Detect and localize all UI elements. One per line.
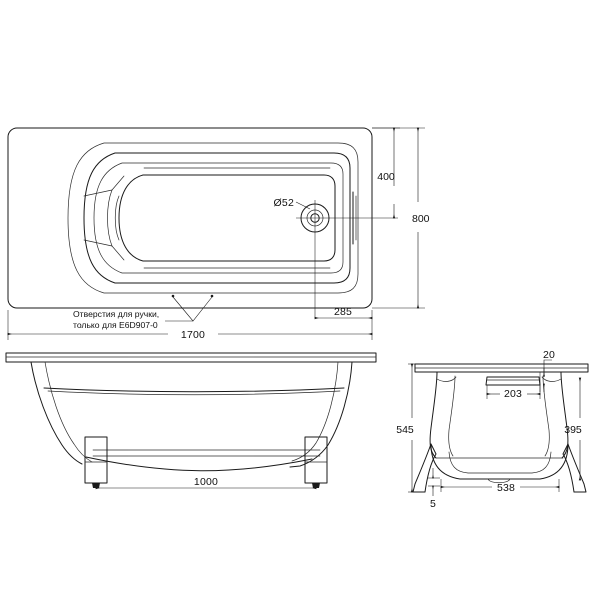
end-leg-right — [562, 443, 587, 493]
rimthickness-leader — [543, 359, 552, 377]
front-rim-slab — [5, 352, 377, 363]
overall-length-label: 1700 — [181, 329, 205, 341]
end-wall-left-inner — [448, 375, 456, 457]
plan-head-rib-lower — [83, 239, 125, 261]
plan-view: Ø52 Отверстия для ручки, только для E6D9… — [7, 127, 430, 341]
plan-rim-offset — [67, 142, 359, 294]
rim-to-floor-label: 395 — [564, 424, 582, 436]
drain-to-edge-width-label: 400 — [377, 171, 395, 183]
plan-bowl-edge — [83, 152, 351, 284]
end-base-drain-boss — [487, 478, 511, 484]
drain-diameter-leader — [295, 201, 311, 210]
drain-offset-label: 285 — [334, 306, 352, 318]
base-width-label: 538 — [497, 482, 515, 494]
front-body-right — [289, 361, 353, 468]
handle-note-leader — [172, 296, 213, 322]
overall-width-label: 800 — [412, 213, 430, 225]
ledge-width-label: 203 — [504, 388, 522, 400]
rim-thickness-label: 20 — [543, 349, 555, 361]
end-elevation-view: 545 395 5 538 203 — [396, 349, 589, 510]
front-bowl-underside — [85, 456, 313, 472]
plan-head-rib-upper — [83, 175, 125, 197]
front-bowl-waterline-lower — [47, 390, 341, 396]
front-bowl-waterline — [43, 387, 345, 393]
handle-hole-marker-left — [171, 294, 175, 298]
front-foot-left-pad — [92, 483, 100, 488]
foot-clearance-label: 5 — [430, 498, 436, 510]
overall-height-label: 545 — [396, 424, 414, 436]
front-body-right-inner — [291, 361, 339, 462]
end-rim-slab — [414, 363, 589, 373]
plan-head-rib-center-b — [114, 195, 120, 241]
drain-diameter-label: Ø52 — [274, 197, 294, 209]
end-wall-right-cap — [541, 376, 562, 382]
end-wall-left-cap — [436, 376, 457, 382]
front-foot-right-pad — [312, 483, 320, 488]
plan-bowl-inner-contour — [93, 162, 344, 274]
handle-note-line-2: только для E6D907-0 — [73, 320, 158, 330]
end-bowl-base-inner — [448, 451, 552, 474]
front-elevation-view: 1000 — [5, 352, 377, 490]
end-bowl-base — [430, 443, 569, 480]
handle-hole-marker-right — [210, 294, 214, 298]
plan-bowl-base — [118, 174, 336, 262]
feet-spacing-label: 1000 — [194, 476, 218, 488]
end-leg-left — [412, 443, 437, 493]
front-body-left — [30, 361, 83, 465]
end-seat-ledge — [485, 376, 541, 386]
plan-head-rib-center-a — [107, 189, 113, 247]
end-wall-right — [560, 371, 569, 459]
handle-note-line-1: Отверстия для ручки, — [73, 309, 159, 319]
